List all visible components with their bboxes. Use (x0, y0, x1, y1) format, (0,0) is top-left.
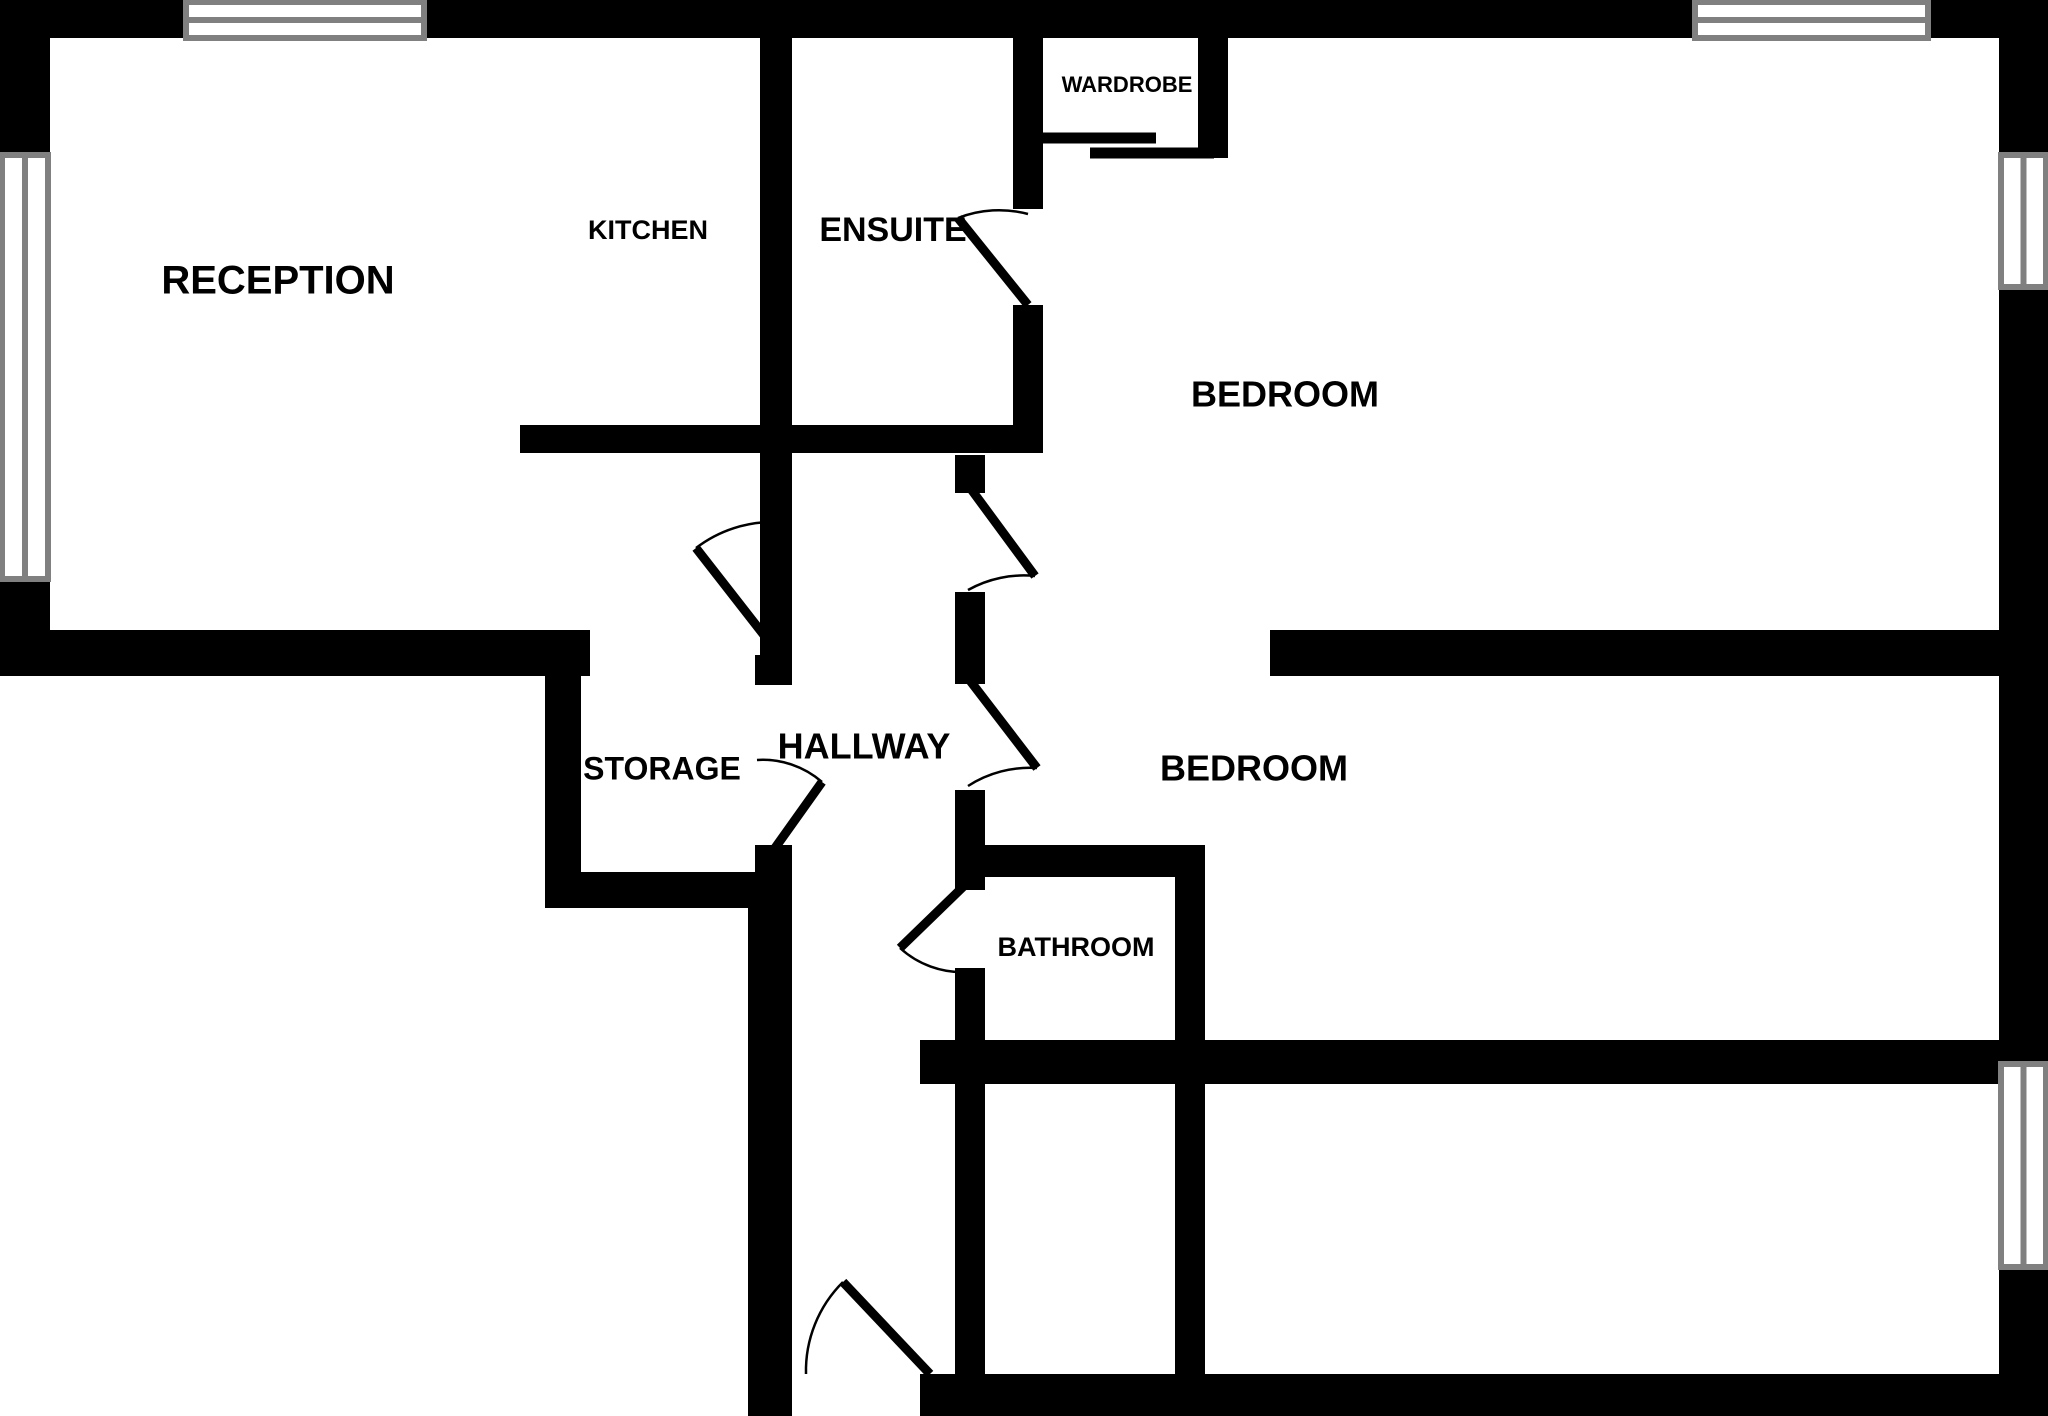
room-label-bedroom-2: BEDROOM (1160, 748, 1348, 789)
room-label-kitchen: KITCHEN (588, 215, 708, 245)
storage-corner-nib (545, 884, 567, 908)
exterior-bottom-strip (920, 1374, 2048, 1416)
bathroom-door-leaf (896, 880, 970, 952)
room-labels-group: RECEPTION KITCHEN ENSUITE WARDROBE BEDROOM HA… (161, 72, 1379, 962)
room-label-storage: STORAGE (583, 750, 741, 786)
door-hallway-entry[interactable] (804, 1278, 934, 1378)
door-bathroom[interactable] (896, 880, 970, 974)
exterior-top-mid (420, 0, 1700, 38)
storage-left-wall (545, 660, 581, 905)
door-storage[interactable] (756, 758, 826, 858)
door-bedroom1[interactable] (964, 482, 1039, 592)
kitchen-reception-divider (760, 34, 792, 438)
ensuite-door-swing-arc (957, 208, 1029, 220)
bedroom-2-door-leaf (964, 675, 1041, 771)
wardrobe-left-wall (1013, 34, 1043, 209)
storage-door-leaf (766, 779, 826, 858)
kitchen-bottom-wall (520, 425, 1020, 453)
bathroom-left-wall-lower (955, 968, 985, 1046)
bedroom-2-door-swing-arc (967, 766, 1038, 788)
hallway-bottom-left-wall (748, 872, 792, 1416)
door-kitchen-hallway[interactable] (692, 520, 778, 651)
kitchen-hallway-divider (760, 438, 792, 650)
bathroom-bottom-wall (920, 1040, 2040, 1084)
hallway-bottom-left-nib (748, 1380, 772, 1416)
room-label-bedroom-1: BEDROOM (1191, 374, 1379, 415)
exterior-right-below-mid (1999, 670, 2048, 1066)
wardrobe-right-wall (1198, 34, 1228, 158)
storage-right-jamb-top (755, 655, 792, 685)
hallway-entry-door-leaf (839, 1278, 934, 1378)
wardrobe-rails-group (1036, 132, 1214, 159)
ensuite-right-wall-lower (1013, 305, 1043, 453)
room-label-wardrobe: WARDROBE (1062, 72, 1193, 97)
exterior-right-upper (1999, 0, 2048, 157)
doors-group (692, 208, 1041, 1378)
kitchen-hallway-door-swing-arc (695, 520, 777, 549)
room-label-hallway: HALLWAY (778, 726, 951, 767)
ensuite-door-leaf (954, 215, 1032, 308)
reception-bottom-wall (0, 630, 590, 676)
room-label-ensuite: ENSUITE (819, 211, 966, 249)
bedroom1-left-wall-lower (955, 592, 985, 684)
storage-bottom-wall (545, 872, 785, 908)
storage-door-swing-arc (756, 758, 823, 783)
bedroom1-bottom-wall (1270, 630, 2048, 676)
bathroom-right-lower (1175, 1044, 1205, 1384)
exterior-right-mid (1999, 286, 2048, 670)
bathroom-door-swing-arc (899, 947, 967, 974)
bathroom-inner-left (955, 1044, 985, 1384)
door-bedroom2[interactable] (964, 675, 1041, 788)
windows-group (0, 0, 2048, 1270)
exterior-left-upper (0, 0, 50, 157)
room-label-reception: RECEPTION (161, 259, 394, 303)
kitchen-hallway-door-leaf (692, 545, 778, 651)
kitchen-bottom-nib (520, 425, 536, 453)
bedroom-1-door-leaf (964, 482, 1039, 579)
hallway-entry-door-swing-arc (804, 1281, 844, 1375)
door-ensuite[interactable] (954, 208, 1032, 308)
bathroom-right-wall (1175, 845, 1205, 1045)
room-label-bathroom: BATHROOM (998, 932, 1155, 962)
bathroom-top-wall (955, 845, 1205, 877)
